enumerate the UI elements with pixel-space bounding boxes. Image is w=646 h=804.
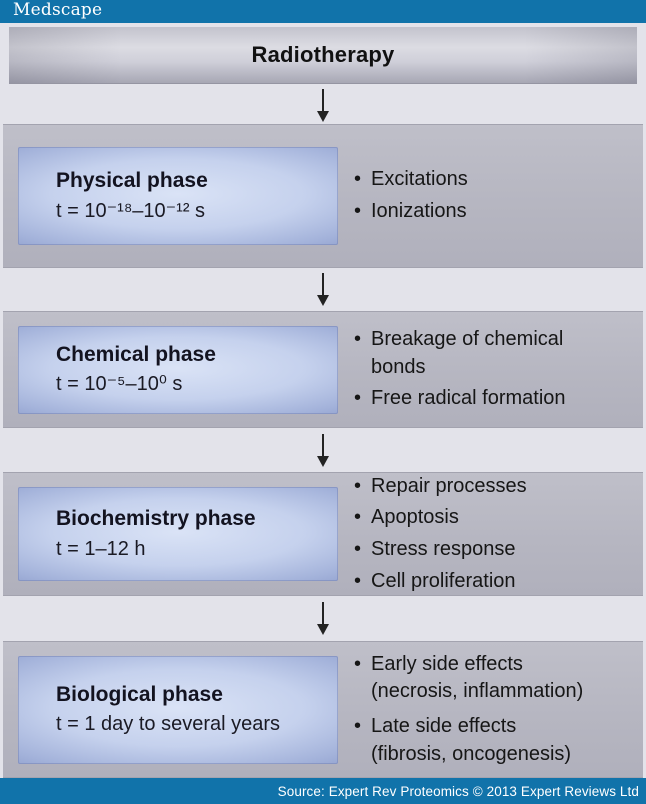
bullet-text: Late side effects (fibrosis, oncogenesis… xyxy=(371,715,572,765)
footer-bar: Source: Expert Rev Proteomics © 2013 Exp… xyxy=(0,778,646,804)
bullet-icon: • xyxy=(354,569,362,592)
medscape-logo: Medscape xyxy=(13,0,103,20)
phase-box-physical: Physical phase t = 10⁻¹⁸–10⁻¹² s xyxy=(18,147,338,245)
bullet-item: • Early side effects (necrosis, inflammat… xyxy=(354,651,634,706)
down-arrow-icon xyxy=(317,433,329,467)
bullet-item: • Free radical formation xyxy=(354,385,634,413)
phase-name: Chemical phase xyxy=(56,342,216,366)
bullet-icon: • xyxy=(354,538,362,560)
bullet-item: • Ionizations xyxy=(354,198,634,226)
phase-time: t = 1–12 h xyxy=(56,537,146,560)
bullet-text: Apoptosis xyxy=(371,506,459,529)
bullet-icon: • xyxy=(354,506,362,529)
bullet-item: • Apoptosis xyxy=(354,504,634,532)
bullet-text: Ionizations xyxy=(371,200,467,222)
phase-box-chemical: Chemical phase t = 10⁻⁵–10⁰ s xyxy=(18,325,338,414)
bullet-list-physical: • Excitations • Ionizations xyxy=(338,162,634,229)
bullet-item: • Breakage of chemical bonds xyxy=(354,326,634,381)
bullet-text: Early side effects (necrosis, inflammati… xyxy=(371,652,584,703)
bullet-icon: • xyxy=(354,328,362,351)
title-band: Radiotherapy xyxy=(9,27,637,84)
bullet-list-biological: • Early side effects (necrosis, inflammat… xyxy=(338,644,634,775)
phase-row-chemical: Chemical phase t = 10⁻⁵–10⁰ s • Breakage … xyxy=(3,311,643,428)
bullet-list-chemical: • Breakage of chemical bonds • Free radica… xyxy=(338,322,634,417)
source-attribution: Source: Expert Rev Proteomics © 2013 Exp… xyxy=(277,783,639,799)
bullet-text: Stress response xyxy=(371,538,516,560)
bullet-text: Excitations xyxy=(371,168,468,191)
bullet-icon: • xyxy=(354,715,362,737)
bullet-text: Free radical formation xyxy=(371,387,566,410)
bullet-item: • Repair processes xyxy=(354,473,634,501)
title-region: Radiotherapy xyxy=(0,23,646,87)
arrow-region xyxy=(0,268,646,311)
bullet-icon: • xyxy=(354,200,362,222)
bullet-item: • Stress response xyxy=(354,536,634,564)
bullet-text: Breakage of chemical bonds xyxy=(371,328,564,378)
phase-box-biochemistry: Biochemistry phase t = 1–12 h xyxy=(18,487,338,581)
arrow-region xyxy=(0,596,646,641)
phase-row-physical: Physical phase t = 10⁻¹⁸–10⁻¹² s • Excita… xyxy=(3,124,643,268)
bullet-icon: • xyxy=(354,652,362,675)
phase-time: t = 10⁻⁵–10⁰ s xyxy=(56,373,183,396)
bullet-item: • Excitations xyxy=(354,166,634,194)
bullet-list-biochemistry: • Repair processes • Apoptosis • Stress res… xyxy=(338,469,634,599)
down-arrow-icon xyxy=(317,89,329,122)
down-arrow-icon xyxy=(317,273,329,306)
phase-row-biochemistry: Biochemistry phase t = 1–12 h • Repair pr… xyxy=(3,472,643,596)
bullet-icon: • xyxy=(354,168,362,191)
bullet-item: • Cell proliferation xyxy=(354,568,634,596)
phase-name: Biochemistry phase xyxy=(56,507,256,531)
page-title: Radiotherapy xyxy=(251,42,395,67)
header-bar: Medscape xyxy=(0,0,646,23)
phase-time: t = 1 day to several years xyxy=(56,713,281,736)
bullet-icon: • xyxy=(354,387,362,410)
arrow-region xyxy=(0,87,646,124)
phase-name: Physical phase xyxy=(56,169,208,193)
bullet-text: Cell proliferation xyxy=(371,569,516,592)
arrow-region xyxy=(0,428,646,472)
phase-box-biological: Biological phase t = 1 day to several ye… xyxy=(18,655,338,764)
bullet-text: Repair processes xyxy=(371,474,527,497)
phase-row-biological: Biological phase t = 1 day to several ye… xyxy=(3,641,643,778)
down-arrow-icon xyxy=(317,602,329,635)
bullet-item: • Late side effects (fibrosis, oncogenesi… xyxy=(354,713,634,768)
phase-time: t = 10⁻¹⁸–10⁻¹² s xyxy=(56,199,206,222)
bullet-icon: • xyxy=(354,474,362,497)
phase-name: Biological phase xyxy=(56,682,223,706)
